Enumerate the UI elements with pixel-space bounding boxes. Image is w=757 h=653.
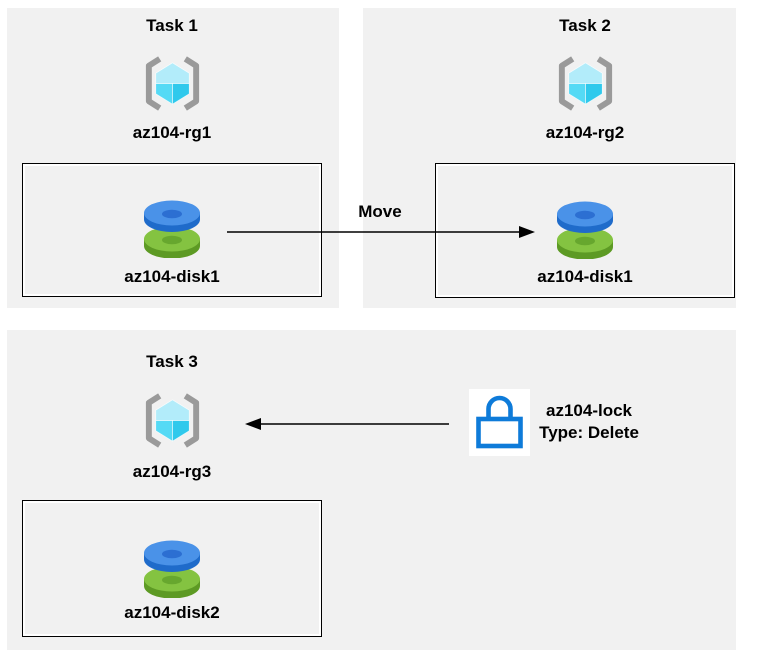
- lock-tile: [469, 389, 530, 456]
- rg1-label: az104-rg1: [132, 123, 212, 142]
- resource-group-icon: [558, 56, 613, 111]
- task3-title: Task 3: [146, 352, 198, 371]
- delete-lock-icon: [476, 395, 523, 449]
- task1-disk-label: az104-disk1: [124, 267, 220, 286]
- managed-disk-icon: [144, 200, 200, 258]
- task2-disk-label: az104-disk1: [537, 267, 633, 286]
- task1-disk-box: [22, 163, 322, 297]
- lock-arrow: [245, 418, 449, 430]
- task3-disk-label: az104-disk2: [124, 603, 220, 622]
- managed-disk-icon: [557, 201, 613, 259]
- resource-group-icon: [145, 56, 200, 111]
- task1-title: Task 1: [146, 16, 198, 35]
- managed-disk-icon: [144, 540, 200, 598]
- lock-name-label: az104-lock: [546, 401, 632, 420]
- move-label: Move: [358, 202, 402, 221]
- move-arrow: [227, 226, 535, 238]
- task2-title: Task 2: [559, 16, 611, 35]
- rg3-label: az104-rg3: [132, 462, 212, 481]
- resource-group-icon: [145, 393, 200, 448]
- lock-type-label: Type: Delete: [539, 423, 639, 442]
- task2-disk-box: [435, 163, 735, 298]
- rg2-label: az104-rg2: [545, 123, 625, 142]
